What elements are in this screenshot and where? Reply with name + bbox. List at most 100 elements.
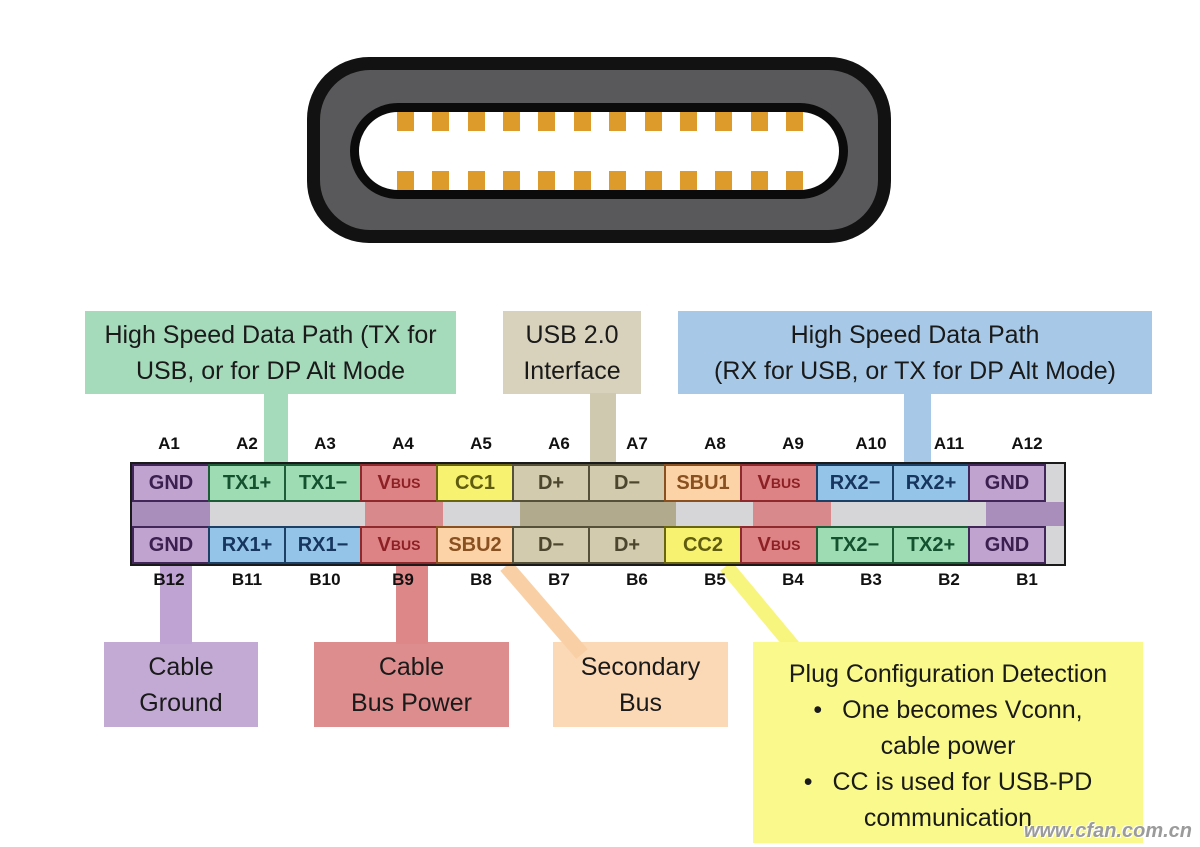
callout-line: USB 2.0 bbox=[525, 320, 619, 349]
callout-high-speed-rx: High Speed Data Path (RX for USB, or TX … bbox=[678, 311, 1152, 394]
middle-band-segment bbox=[986, 502, 1065, 526]
pin-cell-label-sub: BUS bbox=[390, 537, 421, 553]
pin-cell: CC2 bbox=[664, 526, 742, 564]
connector-pin bbox=[397, 112, 414, 131]
connector-pin bbox=[644, 171, 662, 190]
middle-band-segment bbox=[598, 502, 676, 526]
usb2-callout-stem bbox=[590, 393, 616, 463]
pin-number-label: A1 bbox=[158, 434, 180, 453]
pin-cell-label: V bbox=[377, 533, 391, 556]
pin-cell: RX1+ bbox=[208, 526, 286, 564]
plug-box-bullet-line: •One becomes Vconn, bbox=[753, 692, 1143, 728]
callout-line: Secondary bbox=[580, 652, 701, 681]
pin-cell: GND bbox=[968, 526, 1046, 564]
connector-pin bbox=[397, 171, 414, 190]
connector-pin bbox=[432, 171, 450, 190]
connector-pin bbox=[538, 171, 556, 190]
bullet-icon: • bbox=[813, 696, 823, 724]
callout-plug-configuration: Plug Configuration Detection •One become… bbox=[753, 642, 1143, 843]
connector-pin bbox=[750, 112, 768, 131]
pin-number-label: A12 bbox=[1011, 434, 1043, 453]
pin-cell-label: V bbox=[757, 471, 771, 494]
plug-box-text: communication bbox=[863, 804, 1033, 832]
connector-pin bbox=[785, 112, 803, 131]
callout-cable-bus-power: Cable Bus Power bbox=[314, 642, 509, 727]
plug-box-text: CC is used for USB-PD bbox=[832, 768, 1093, 796]
connector-pin bbox=[573, 171, 591, 190]
pin-number-label: B6 bbox=[626, 570, 648, 589]
pin-number-label: B12 bbox=[153, 570, 185, 589]
middle-band-segment bbox=[753, 502, 832, 526]
vbus-callout-stem bbox=[396, 564, 428, 644]
callout-line: USB, or for DP Alt Mode bbox=[135, 356, 406, 385]
pin-cell: D− bbox=[588, 464, 666, 502]
pin-number-label: B3 bbox=[860, 570, 882, 589]
watermark: www.cfan.com.cn bbox=[1023, 820, 1192, 842]
connector-pin bbox=[715, 171, 733, 190]
pin-cell: SBU2 bbox=[436, 526, 514, 564]
connector-pin bbox=[538, 112, 556, 131]
connector-tongue bbox=[350, 103, 848, 199]
connector-pin bbox=[467, 171, 485, 190]
connector-pin bbox=[679, 171, 697, 190]
pin-number-label: B10 bbox=[309, 570, 341, 589]
callout-high-speed-tx: High Speed Data Path (TX for USB, or for… bbox=[85, 311, 456, 394]
callout-line: (RX for USB, or TX for DP Alt Mode) bbox=[714, 356, 1116, 385]
middle-band-segment bbox=[209, 502, 288, 526]
callout-line: High Speed Data Path (TX for bbox=[104, 320, 437, 349]
connector-pin bbox=[609, 171, 627, 190]
pin-number-label: B5 bbox=[704, 570, 726, 589]
pin-number-label: B9 bbox=[392, 570, 414, 589]
sbu2-connector-line bbox=[500, 561, 588, 659]
gnd-callout-stem bbox=[160, 564, 192, 644]
pin-cell: GND bbox=[132, 464, 210, 502]
pin-cell: RX2+ bbox=[892, 464, 970, 502]
pin-cell: D+ bbox=[512, 464, 590, 502]
pin-cell-label: V bbox=[757, 533, 771, 556]
pin-cell: SBU1 bbox=[664, 464, 742, 502]
pin-number-label: A6 bbox=[548, 434, 570, 453]
pin-cell-label-sub: BUS bbox=[390, 475, 421, 491]
callout-line: Ground bbox=[139, 688, 223, 717]
pin-number-label: A8 bbox=[704, 434, 726, 453]
pin-number-label: A5 bbox=[470, 434, 492, 453]
connector-pin bbox=[432, 112, 450, 131]
usb-c-connector bbox=[307, 57, 891, 243]
middle-band-segment bbox=[365, 502, 443, 526]
middle-band-segment bbox=[675, 502, 754, 526]
pin-cell: TX1+ bbox=[208, 464, 286, 502]
connector-pin bbox=[715, 112, 733, 131]
connector-pin bbox=[503, 171, 521, 190]
callout-secondary-bus: Secondary Bus bbox=[553, 642, 728, 727]
callout-line: High Speed Data Path bbox=[790, 320, 1040, 349]
pin-number-label: A11 bbox=[933, 434, 965, 453]
pin-cell: D− bbox=[512, 526, 590, 564]
connector-pin bbox=[467, 112, 485, 131]
pin-cell: TX2− bbox=[816, 526, 894, 564]
pin-cell: RX2− bbox=[816, 464, 894, 502]
pin-number-label: B2 bbox=[938, 570, 960, 589]
pin-number-label: B11 bbox=[231, 570, 263, 589]
callout-line: Cable bbox=[148, 652, 214, 681]
middle-band-segment bbox=[442, 502, 521, 526]
plug-box-bullet-line: •CC is used for USB-PD bbox=[753, 764, 1143, 800]
pin-cell: GND bbox=[968, 464, 1046, 502]
pin-number-label: B4 bbox=[782, 570, 804, 589]
callout-cable-ground: Cable Ground bbox=[104, 642, 258, 727]
pin-cell-label: V bbox=[377, 471, 391, 494]
plug-box-text: cable power bbox=[880, 732, 1016, 760]
pin-number-label: A10 bbox=[855, 434, 887, 453]
pin-number-label: A3 bbox=[314, 434, 336, 453]
middle-band-segment bbox=[287, 502, 366, 526]
callout-line: Bus bbox=[618, 688, 663, 717]
connector-pins-bottom bbox=[397, 171, 803, 190]
pin-table-middle-band bbox=[132, 502, 1065, 526]
